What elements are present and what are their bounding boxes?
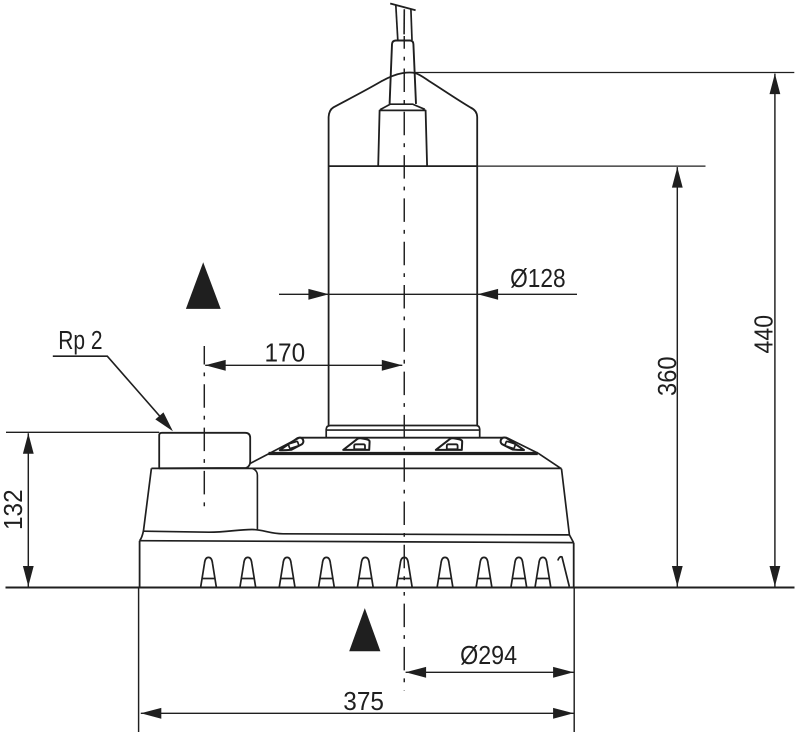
svg-text:132: 132 (0, 489, 28, 530)
svg-text:360: 360 (654, 356, 682, 396)
svg-text:Ø294: Ø294 (460, 642, 517, 670)
svg-text:170: 170 (265, 339, 306, 367)
svg-text:Rp 2: Rp 2 (58, 327, 102, 355)
svg-text:375: 375 (343, 688, 384, 716)
svg-text:Ø128: Ø128 (510, 265, 566, 293)
svg-text:440: 440 (751, 315, 779, 354)
